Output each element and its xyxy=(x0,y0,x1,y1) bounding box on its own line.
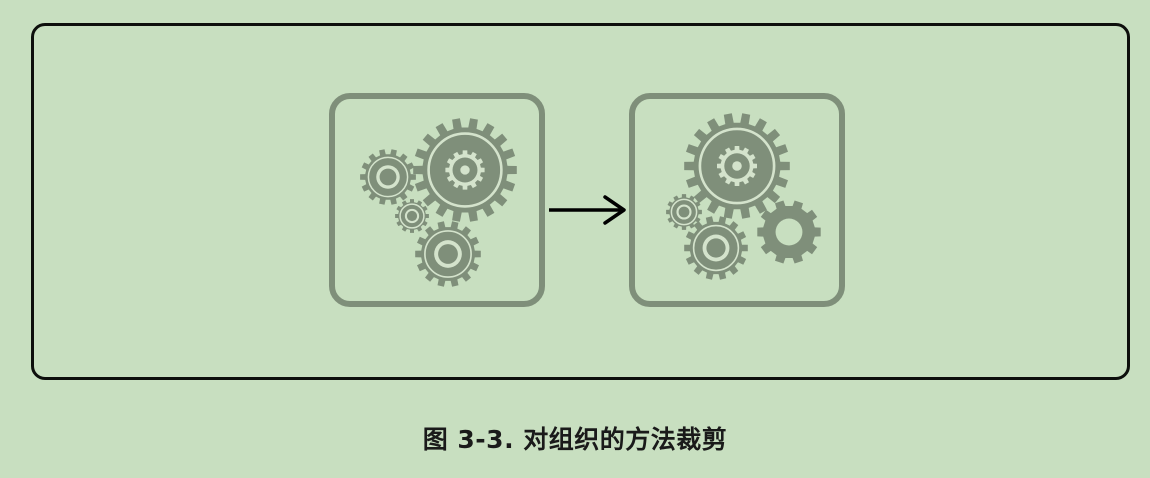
before-panel xyxy=(329,93,545,307)
gear-icon xyxy=(666,194,702,230)
before-gears-icon xyxy=(360,118,517,287)
gear-icon xyxy=(413,118,517,222)
gear-icon xyxy=(360,149,416,205)
gear-icon xyxy=(684,113,790,219)
figure-caption: 图 3-3. 对组织的方法裁剪 xyxy=(422,425,728,454)
gear-icon xyxy=(757,200,821,264)
figure-frame xyxy=(31,23,1130,380)
gear-icon xyxy=(684,216,748,280)
after-gears-icon xyxy=(666,113,821,280)
gear-icon xyxy=(415,221,481,287)
after-panel xyxy=(629,93,845,307)
right-arrow-icon xyxy=(549,195,626,225)
gear-icon xyxy=(395,199,429,233)
